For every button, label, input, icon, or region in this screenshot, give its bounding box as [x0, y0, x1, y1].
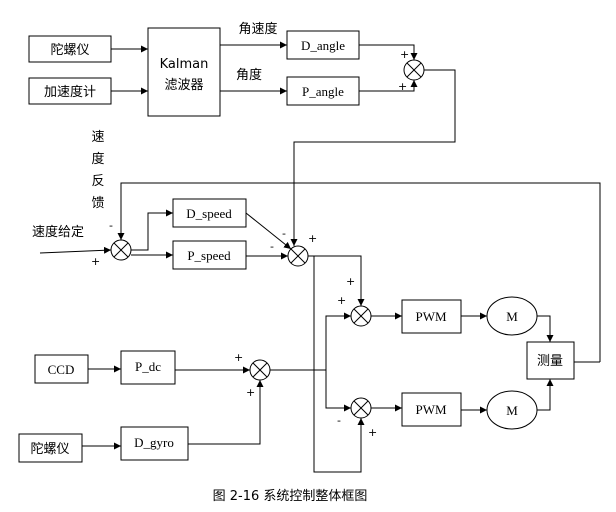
speed-feedback-char-2: 度: [91, 151, 104, 167]
motor-1-label: M: [506, 309, 518, 324]
plus-sign: +: [346, 275, 355, 288]
motor-2-label: M: [506, 403, 518, 418]
signal-wires: [39, 41, 601, 473]
figure-caption: 图 2-16 系统控制整体框图: [213, 489, 368, 504]
ccd-label: CCD: [48, 362, 75, 377]
measure-label: 测量: [537, 354, 563, 369]
plus-sign: +: [91, 255, 100, 268]
d-speed-label: D_speed: [186, 206, 232, 221]
kalman-label-line2: 滤波器: [164, 78, 203, 93]
p-speed-label: P_speed: [187, 248, 231, 263]
angular-velocity-label: 角速度: [238, 21, 277, 37]
sum-junction-direction: [249, 359, 271, 381]
ccd-block: CCD: [34, 354, 89, 384]
d-gyro-label: D_gyro: [134, 435, 174, 450]
plus-sign: +: [308, 232, 317, 245]
d-angle-block: D_angle: [286, 30, 360, 60]
sum-junction-motor-2: [350, 397, 372, 419]
minus-sign: -: [109, 219, 113, 232]
gyro-sensor-top-block: 陀螺仪: [28, 35, 112, 63]
plus-sign: +: [234, 351, 243, 364]
plus-sign: +: [246, 386, 255, 399]
sum-junction-angle: [403, 59, 425, 81]
p-speed-block: P_speed: [172, 240, 247, 270]
minus-sign: -: [337, 414, 341, 427]
gyro-sensor-top-label: 陀螺仪: [50, 42, 89, 58]
pwm-2-label: PWM: [415, 402, 447, 417]
speed-feedback-char-4: 馈: [91, 196, 104, 211]
accelerometer-block: 加速度计: [28, 77, 112, 105]
gyro-sensor-bottom-label: 陀螺仪: [30, 441, 69, 457]
sum-junction-speed: [110, 239, 132, 261]
plus-sign: +: [398, 80, 407, 93]
p-dc-label: P_dc: [135, 359, 161, 374]
kalman-label-line1: Kalman: [160, 57, 209, 72]
motor-1: M: [486, 296, 538, 336]
speed-feedback-label: 速 度 反 馈: [91, 130, 104, 211]
accelerometer-label: 加速度计: [44, 84, 96, 100]
pwm-1-label: PWM: [415, 309, 447, 324]
minus-sign: -: [270, 240, 274, 253]
measure-block: 测量: [526, 341, 575, 380]
d-speed-block: D_speed: [172, 198, 247, 228]
p-angle-label: P_angle: [302, 84, 344, 99]
plus-sign: +: [400, 48, 409, 61]
kalman-filter-block: Kalman 滤波器: [147, 27, 221, 117]
plus-sign: +: [337, 294, 346, 307]
d-angle-label: D_angle: [301, 38, 345, 53]
sum-junction-motor-1: [350, 305, 372, 327]
speed-setpoint-label: 速度给定: [32, 224, 84, 240]
angle-label: 角度: [236, 67, 262, 83]
minus-sign: -: [282, 227, 286, 240]
p-dc-block: P_dc: [120, 350, 176, 385]
motor-2: M: [486, 390, 538, 430]
pwm-block-2: PWM: [401, 392, 462, 427]
plus-sign: +: [368, 426, 377, 439]
d-gyro-block: D_gyro: [120, 426, 189, 461]
junction-signs: + + - + - - + + + - + + +: [91, 48, 409, 439]
gyro-sensor-bottom-block: 陀螺仪: [18, 433, 83, 463]
pwm-block-1: PWM: [401, 299, 462, 334]
speed-feedback-char-3: 反: [91, 174, 104, 189]
p-angle-block: P_angle: [286, 76, 360, 106]
speed-feedback-char-1: 速: [91, 130, 104, 145]
